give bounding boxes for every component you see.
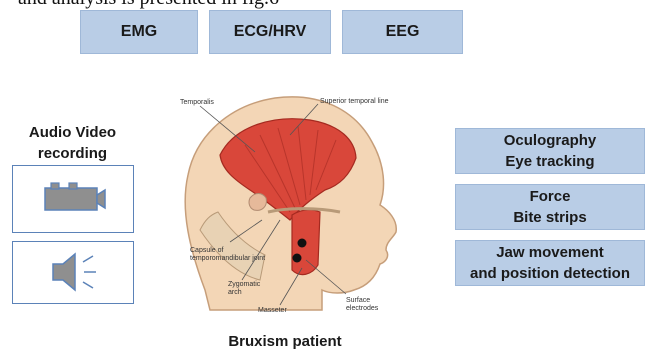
eeg-box: EEG (342, 10, 463, 54)
oculography-box: Oculography Eye tracking (455, 128, 645, 174)
audio-video-title: Audio Video recording (10, 122, 135, 164)
force-bite-strips-box: Force Bite strips (455, 184, 645, 230)
partial-heading-text: and analysis is presented in fig.6 (18, 0, 279, 10)
force-box-line2: Bite strips (513, 207, 586, 228)
capsule-label-line1: Capsule of (190, 247, 224, 254)
surface-electrodes-label-line1: Surface (346, 297, 370, 304)
emg-box: EMG (80, 10, 198, 54)
masseter-label: Masseter (258, 307, 287, 314)
audio-video-title-line1: Audio Video (10, 122, 135, 143)
video-camera-icon (13, 166, 132, 231)
jaw-movement-box-line1: Jaw movement (496, 242, 604, 263)
bruxism-patient-caption: Bruxism patient (210, 333, 360, 350)
video-icon-box (12, 165, 134, 233)
ecg-hrv-box: ECG/HRV (209, 10, 331, 54)
zygomatic-label-line2: arch (228, 289, 242, 296)
audio-icon-box (12, 241, 134, 304)
speaker-icon (13, 242, 132, 302)
force-box-line1: Force (530, 186, 571, 207)
jaw-movement-box-line2: and position detection (470, 263, 630, 284)
zygomatic-label-line1: Zygomatic (228, 281, 261, 288)
temporalis-label: Temporalis (180, 99, 214, 106)
surface-electrodes-label-line2: electrodes (346, 305, 379, 312)
superior-temporal-line-label: Superior temporal line (320, 98, 389, 105)
oculography-box-line1: Oculography (504, 130, 597, 151)
jaw-movement-box: Jaw movement and position detection (455, 240, 645, 286)
audio-video-title-line2: recording (10, 143, 135, 164)
head-anatomy-illustration: Temporalis Superior temporal line Capsul… (150, 80, 420, 320)
ear (249, 194, 266, 211)
oculography-box-line2: Eye tracking (505, 151, 594, 172)
surface-electrode-2 (293, 254, 302, 263)
surface-electrode-1 (298, 239, 307, 248)
